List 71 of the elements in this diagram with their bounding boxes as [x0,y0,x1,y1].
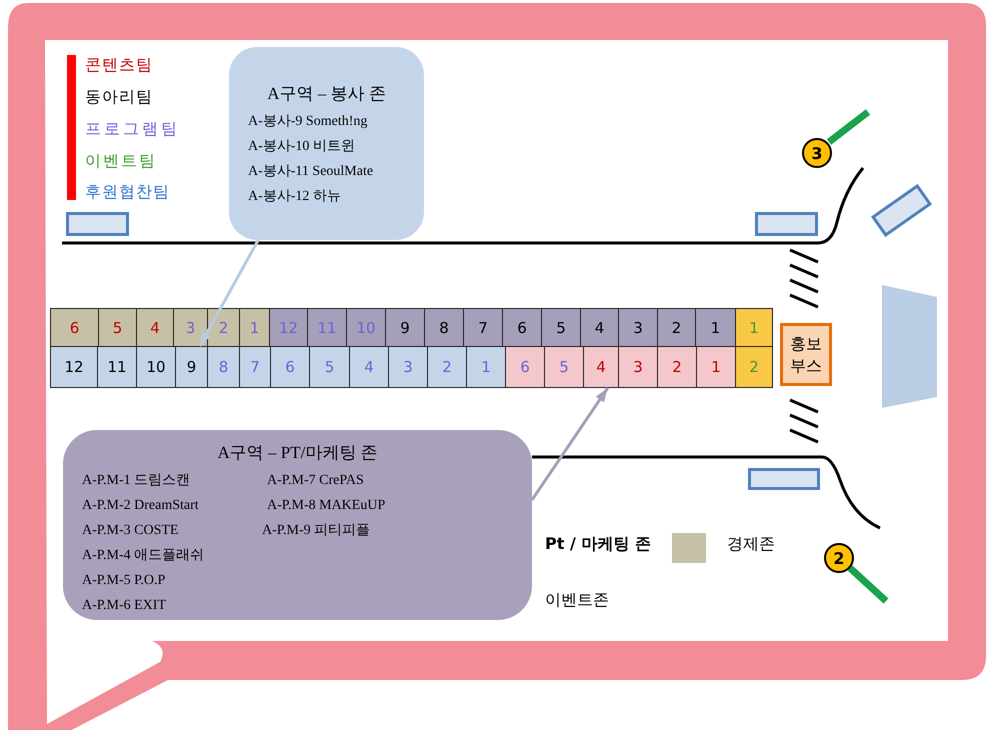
booth-cell: 6 [50,308,99,347]
callout-heading: A구역 – 봉사 존 [267,83,386,105]
booth-cell: 8 [207,346,240,388]
booth-cell: 7 [239,346,271,388]
booth-cell: 1 [696,346,736,388]
booth-cell: 1 [466,346,506,388]
booth-entry: A-P.M-5 P.O.P [82,572,166,590]
promo-booth-box: 홍보 부스 [780,323,832,386]
booth-cell: 8 [424,308,464,347]
legend-label: 이벤트존 [545,590,609,610]
legend-label: 이벤트팀 [85,151,157,171]
legend-label: 경제존 [727,534,775,554]
booth-entry: A-P.M-1 드림스캔 [82,472,190,490]
booth-cell: 3 [618,346,658,388]
booth-entry: A-P.M-9 피티피플 [262,522,370,540]
blank-sign [66,212,129,236]
booth-cell: 4 [136,308,174,347]
booth-cell: 11 [97,346,137,388]
booth-cell: 2 [735,346,773,388]
booth-cell: 2 [657,308,696,347]
booth-entry: A-P.M-8 MAKEuUP [267,497,386,515]
booth-cell: 7 [463,308,503,347]
booth-cell: 12 [269,308,308,347]
numbered-marker: 3 [802,138,832,168]
booth-cell: 1 [695,308,736,347]
booth-cell: 1 [735,308,773,347]
booth-cell: 2 [657,346,697,388]
booth-cell: 5 [544,346,584,388]
booth-entry: A-P.M-3 COSTE [82,522,178,540]
booth-cell: 6 [502,308,542,347]
booth-cell: 2 [427,346,467,388]
booth-cell: 1 [239,308,270,347]
booth-cell: 3 [618,308,658,347]
legend-label: 콘텐츠팀 [85,55,153,75]
blank-sign [755,212,818,236]
booth-entry: A-P.M-4 애드플래쉬 [82,547,204,565]
booth-cell: 5 [309,346,350,388]
booth-cell: 10 [136,346,176,388]
booth-cell: 5 [98,308,137,347]
legend-label: Pt / 마케팅 존 [545,534,651,554]
booth-cell: 4 [349,346,389,388]
booth-entry: A-봉사-12 하뉴 [248,188,341,206]
booth-cell: 12 [50,346,98,388]
booth-cell: 3 [173,308,208,347]
callout-bubble [63,430,532,620]
leader-arrow [198,239,260,347]
booth-entry: A-봉사-10 비트윈 [248,138,355,156]
booth-entry: A-P.M-6 EXIT [82,597,166,615]
booth-cell: 9 [175,346,208,388]
trapezoid-area [882,285,937,408]
booth-entry: A-봉사-11 SeoulMate [248,163,374,181]
numbered-marker: 2 [824,543,854,573]
booth-cell: 9 [385,308,425,347]
leader-arrow [530,387,609,501]
booth-cell: 4 [583,346,619,388]
legend-label: 후원협찬팀 [85,182,170,202]
booth-cell: 6 [505,346,545,388]
booth-entry: A-P.M-7 CrePAS [267,472,364,490]
booth-cell: 6 [270,346,310,388]
booth-cell: 3 [388,346,428,388]
booth-entry: A-봉사-9 Someth!ng [248,113,368,131]
booth-entry: A-P.M-2 DreamStart [82,497,199,515]
legend-label: 동아리팀 [85,87,153,107]
booth-cell: 4 [580,308,619,347]
booth-cell: 5 [541,308,581,347]
blank-sign [748,468,820,490]
booth-cell: 11 [307,308,347,347]
booth-cell: 10 [346,308,386,347]
legend-label: 프로그램팀 [85,119,180,139]
callout-bubble [229,47,424,240]
callout-heading: A구역 – PT/마케팅 존 [217,442,378,464]
